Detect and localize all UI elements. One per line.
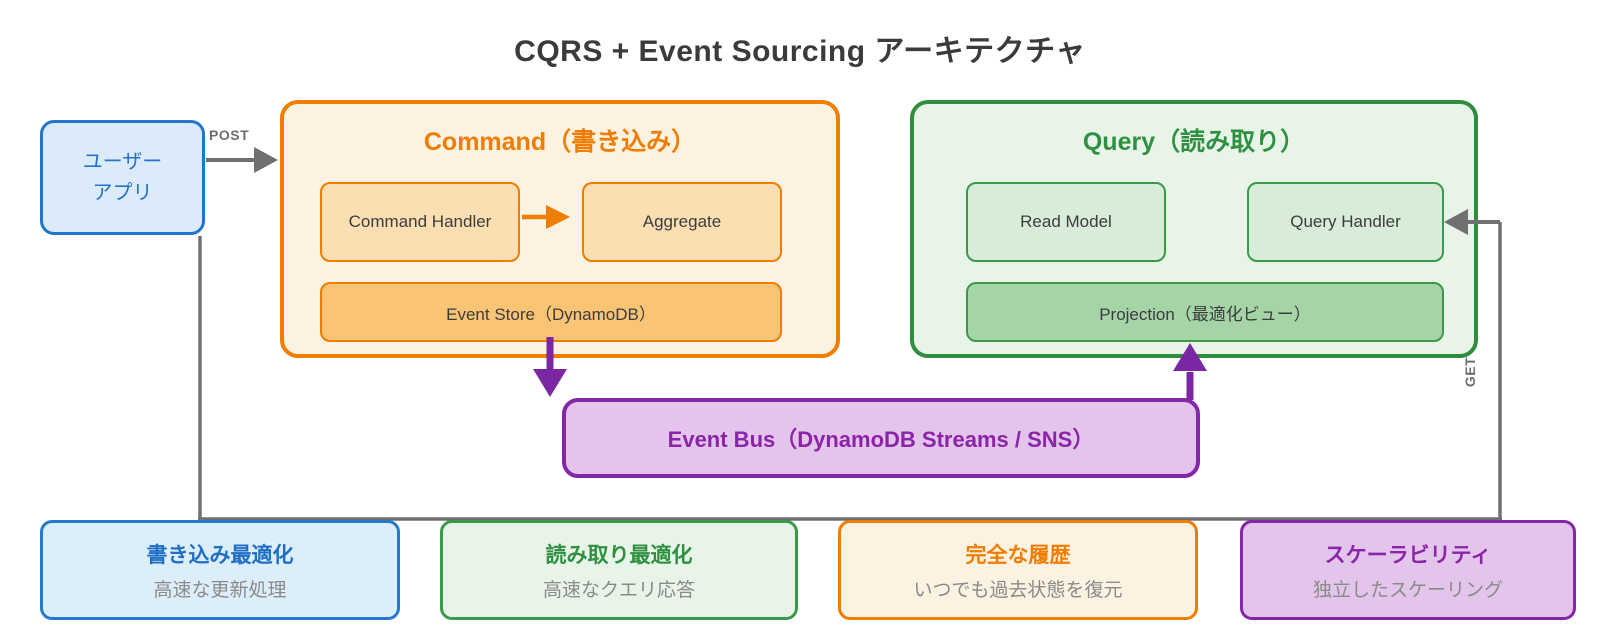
benefit-title: 完全な履歴 [965, 543, 1071, 567]
benefit-title: 書き込み最適化 [146, 543, 294, 567]
user-app-label-line2: アプリ [92, 181, 153, 204]
benefit-card-scalability: スケーラビリティ 独立したスケーリング [1240, 520, 1576, 620]
event-bus-label: Event Bus（DynamoDB Streams / SNS） [667, 427, 1095, 452]
page-title: CQRS + Event Sourcing アーキテクチャ [514, 35, 1086, 68]
benefit-card-write-optimized: 書き込み最適化 高速な更新処理 [40, 520, 400, 620]
benefit-subtitle: 高速なクエリ応答 [542, 579, 695, 601]
aggregate-box: Aggregate [582, 182, 782, 262]
read-model-label: Read Model [1020, 212, 1112, 231]
command-title: Command（書き込み） [423, 128, 697, 156]
get-label: GET [1462, 356, 1478, 388]
post-arrow-head [254, 147, 278, 173]
benefit-subtitle: 独立したスケーリング [1312, 579, 1503, 601]
aggregate-label: Aggregate [642, 212, 722, 231]
benefit-title: 読み取り最適化 [545, 543, 693, 567]
user-app-label-line1: ユーザー [82, 150, 163, 173]
benefit-card-full-history: 完全な履歴 いつでも過去状態を復元 [838, 520, 1198, 620]
query-handler-box: Query Handler [1247, 182, 1444, 262]
command-handler-label: Command Handler [348, 212, 492, 231]
benefit-card-read-optimized: 読み取り最適化 高速なクエリ応答 [440, 520, 798, 620]
user-app-box: ユーザー アプリ [40, 120, 205, 235]
read-model-box: Read Model [966, 182, 1166, 262]
command-container: Command（書き込み） Command Handler Aggregate … [280, 100, 840, 358]
benefit-subtitle: いつでも過去状態を復元 [913, 579, 1123, 601]
event-store-box: Event Store（DynamoDB） [320, 282, 782, 342]
post-label: POST [209, 127, 250, 143]
query-handler-label: Query Handler [1290, 212, 1401, 231]
benefit-title: スケーラビリティ [1324, 543, 1492, 567]
projection-box: Projection（最適化ビュー） [966, 282, 1444, 342]
query-title: Query（読み取り） [1082, 128, 1306, 156]
query-container: Query（読み取り） Read Model Query Handler Pro… [910, 100, 1478, 358]
projection-label: Projection（最適化ビュー） [1099, 304, 1311, 324]
benefit-subtitle: 高速な更新処理 [153, 579, 287, 601]
event-store-to-bus-arrow-head [533, 369, 567, 397]
event-store-label: Event Store（DynamoDB） [446, 304, 656, 324]
event-bus-box: Event Bus（DynamoDB Streams / SNS） [562, 398, 1200, 478]
command-handler-box: Command Handler [320, 182, 520, 262]
